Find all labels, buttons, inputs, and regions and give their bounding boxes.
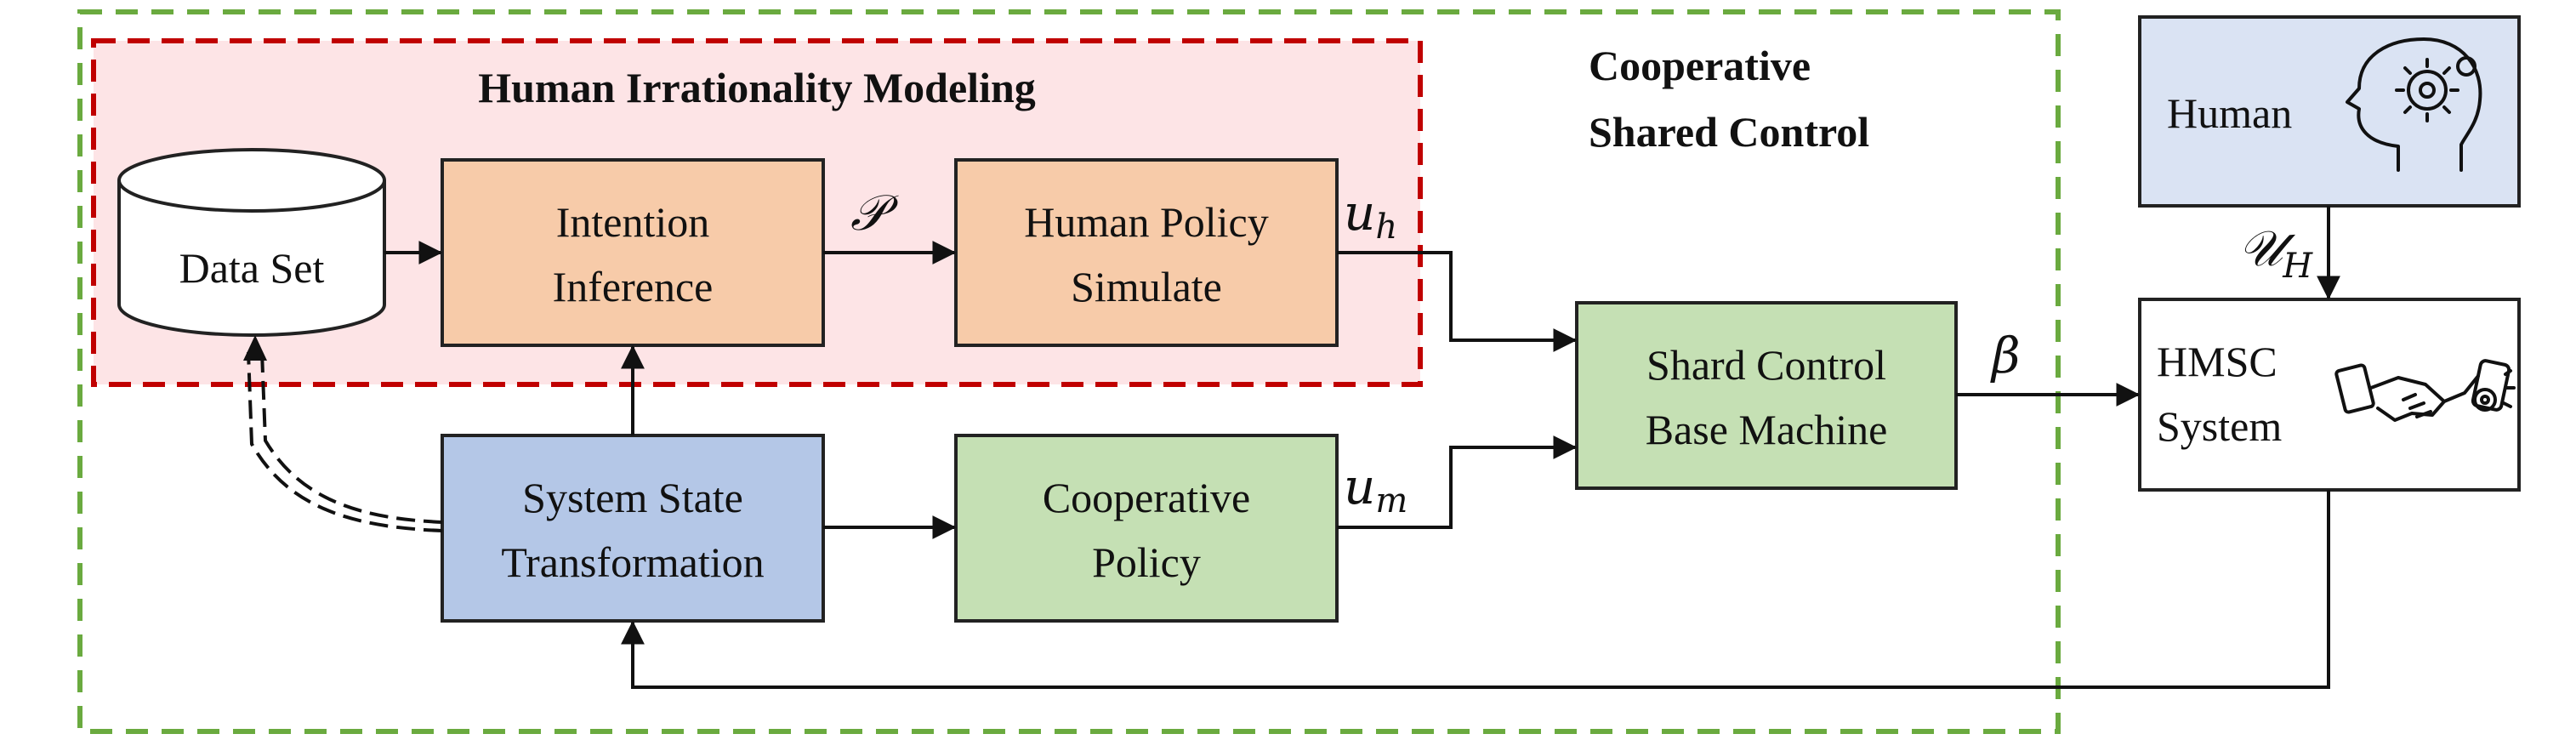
intention-inference-node: Intention Inference <box>441 158 825 347</box>
human-irrationality-modeling-label: Human Irrationality Modeling <box>478 64 1036 111</box>
edge-hmsc-feedback-to-system <box>621 490 2330 689</box>
robot-human-handshake-icon <box>2334 359 2516 422</box>
hmsc-system-label-line1: HMSC <box>2157 338 2277 385</box>
intention-inference-box <box>441 158 825 347</box>
label-beta: β <box>1990 327 2021 384</box>
system-state-transformation-label-line2: Transformation <box>501 538 764 586</box>
intention-inference-label-line2: Inference <box>553 263 714 310</box>
system-state-transformation-node: System State Transformation <box>441 434 825 623</box>
cooperative-policy-label-line1: Cooperative <box>1043 474 1250 521</box>
human-node: Human <box>2138 15 2521 208</box>
data-set-label: Data Set <box>179 244 325 292</box>
human-policy-simulate-box <box>954 158 1339 347</box>
label-u-m-sub: m <box>1375 481 1407 521</box>
cooperative-shared-control-label-line2: Shared Control <box>1589 108 1869 156</box>
cooperative-policy-box <box>954 434 1339 623</box>
label-u-m: um <box>1344 458 1407 521</box>
shard-control-base-machine-node: Shard Control Base Machine <box>1575 301 1958 490</box>
edge-cooperative-to-shard <box>1337 435 1578 529</box>
hmsc-system-label-line2: System <box>2157 402 2282 450</box>
shard-control-base-machine-box <box>1575 301 1958 490</box>
human-head-gear-icon <box>2346 37 2482 172</box>
human-policy-simulate-label-line1: Human Policy <box>1024 198 1268 246</box>
edge-humanpolicy-to-shard <box>1337 251 1578 352</box>
data-set-node: Data Set <box>117 148 386 337</box>
cooperative-policy-node: Cooperative Policy <box>954 434 1339 623</box>
system-state-transformation-label-line1: System State <box>522 474 743 521</box>
intention-inference-label-line1: Intention <box>556 198 710 246</box>
cooperative-shared-control-label-line1: Cooperative <box>1589 42 1811 89</box>
human-policy-simulate-node: Human Policy Simulate <box>954 158 1339 347</box>
label-u-h-base: u <box>1344 184 1375 242</box>
label-u-h: uh <box>1344 184 1397 247</box>
system-state-transformation-box <box>441 434 825 623</box>
label-u-H-sub: H <box>2282 247 2313 286</box>
label-u-h-sub: h <box>1375 208 1397 247</box>
dataset-arrowhead <box>243 335 267 361</box>
label-u-H: 𝒰H <box>2238 219 2313 286</box>
data-set-cylinder-top <box>117 148 386 213</box>
human-label: Human <box>2167 89 2292 137</box>
edge-system-to-dataset-double-dashed <box>243 335 443 532</box>
shard-control-base-machine-label-line1: Shard Control <box>1646 341 1886 389</box>
data-set-cylinder-body <box>117 180 386 337</box>
human-policy-simulate-label-line2: Simulate <box>1071 263 1222 310</box>
cooperative-shared-control-region <box>77 9 2061 734</box>
label-u-m-base: u <box>1344 458 1375 515</box>
hmsc-system-node: HMSC System <box>2138 298 2521 492</box>
cooperative-policy-label-line2: Policy <box>1092 538 1201 586</box>
shard-control-base-machine-label-line2: Base Machine <box>1646 406 1888 453</box>
